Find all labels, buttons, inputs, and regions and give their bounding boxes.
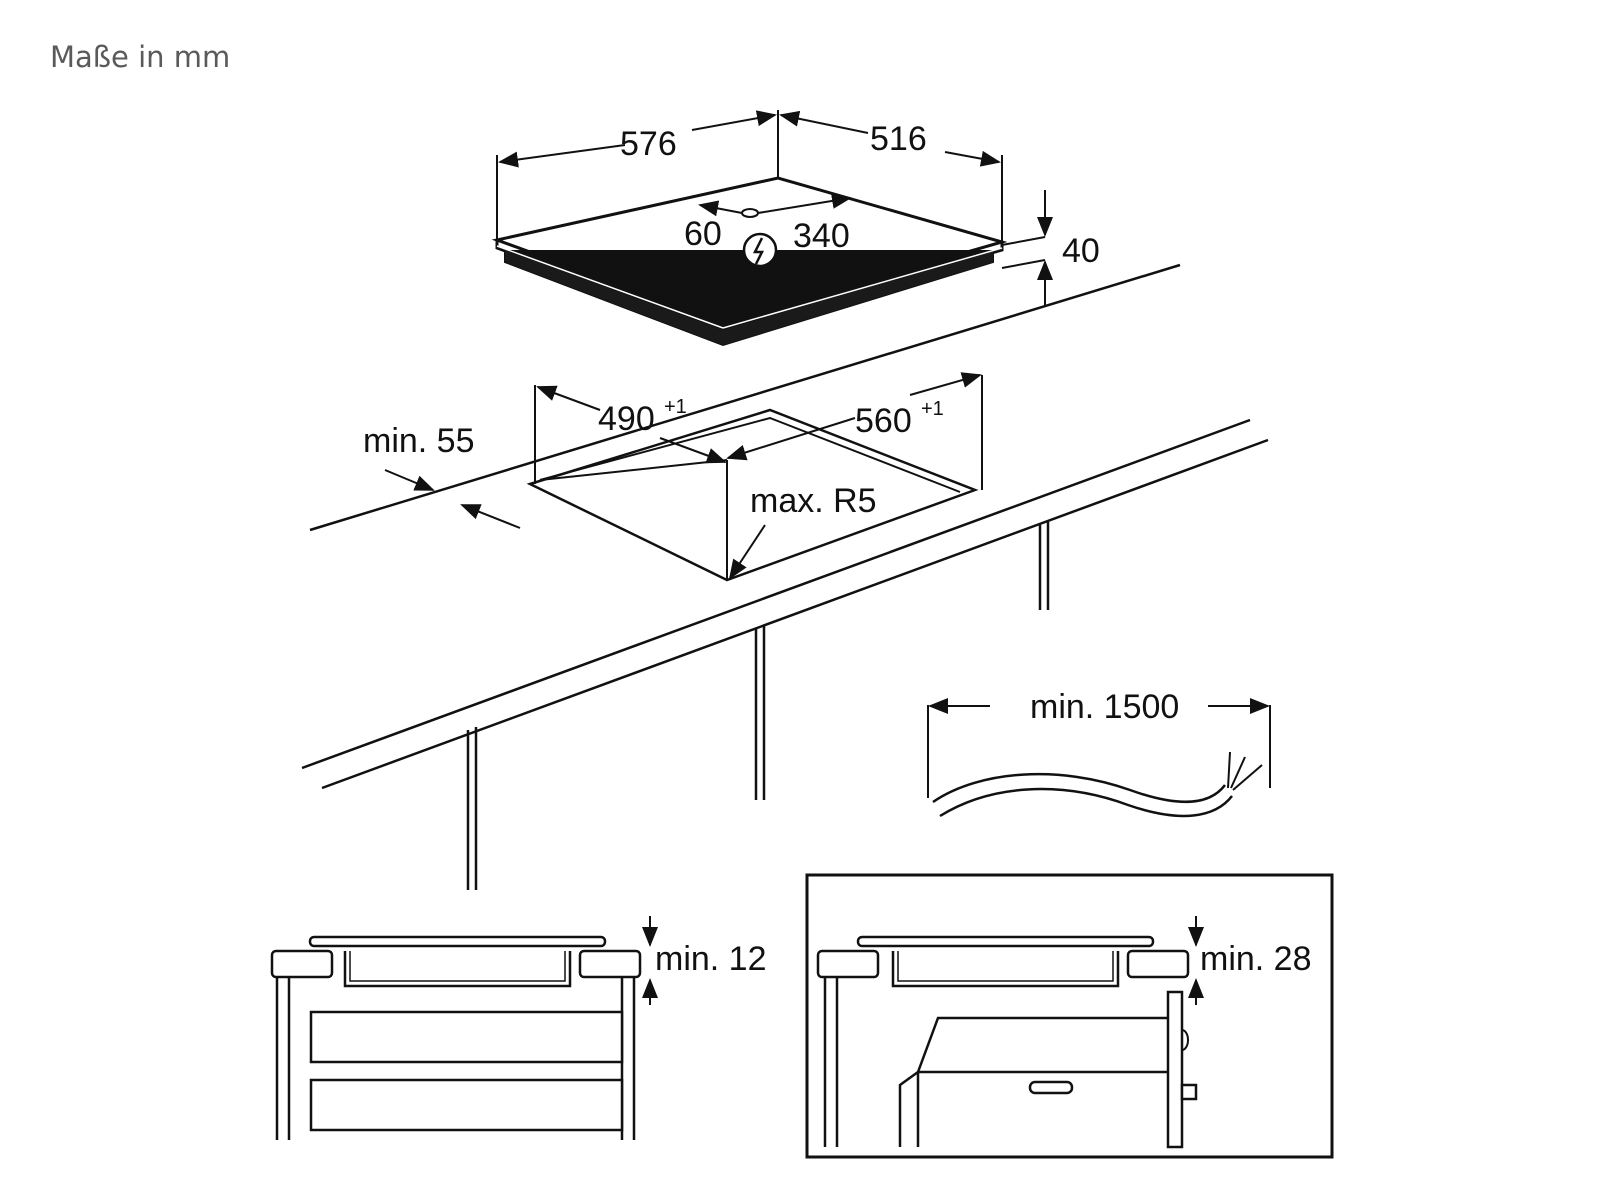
power-cable xyxy=(927,698,1271,818)
conn-right-label: 340 xyxy=(793,217,850,255)
cutout-width-label: 490 xyxy=(598,400,655,438)
connection-point xyxy=(698,193,852,268)
cutout-width-tolerance: +1 xyxy=(664,396,687,418)
corner-radius-label: max. R5 xyxy=(750,482,877,520)
units-caption: Maße in mm xyxy=(50,40,231,74)
oven-clearance-label: min. 28 xyxy=(1200,940,1312,978)
front-distance-label: min. 55 xyxy=(363,422,475,460)
hob-height-label: 40 xyxy=(1062,232,1100,270)
worktop xyxy=(301,263,1269,890)
cutout-depth-label: 560 xyxy=(855,402,912,440)
worktop-cutout xyxy=(526,408,979,582)
conn-left-label: 60 xyxy=(684,215,722,253)
cutout-dimensions xyxy=(384,372,983,580)
cable-length-label: min. 1500 xyxy=(1030,688,1179,726)
hob-depth-label: 516 xyxy=(870,120,927,158)
drawers-clearance-label: min. 12 xyxy=(655,940,767,978)
hob-width-label: 576 xyxy=(620,125,677,163)
detail-drawers xyxy=(270,916,658,1140)
hob-dimensions xyxy=(496,110,1053,305)
electric-connection-icon xyxy=(742,232,778,268)
detail-oven xyxy=(805,873,1334,1159)
cutout-depth-tolerance: +1 xyxy=(921,398,944,420)
